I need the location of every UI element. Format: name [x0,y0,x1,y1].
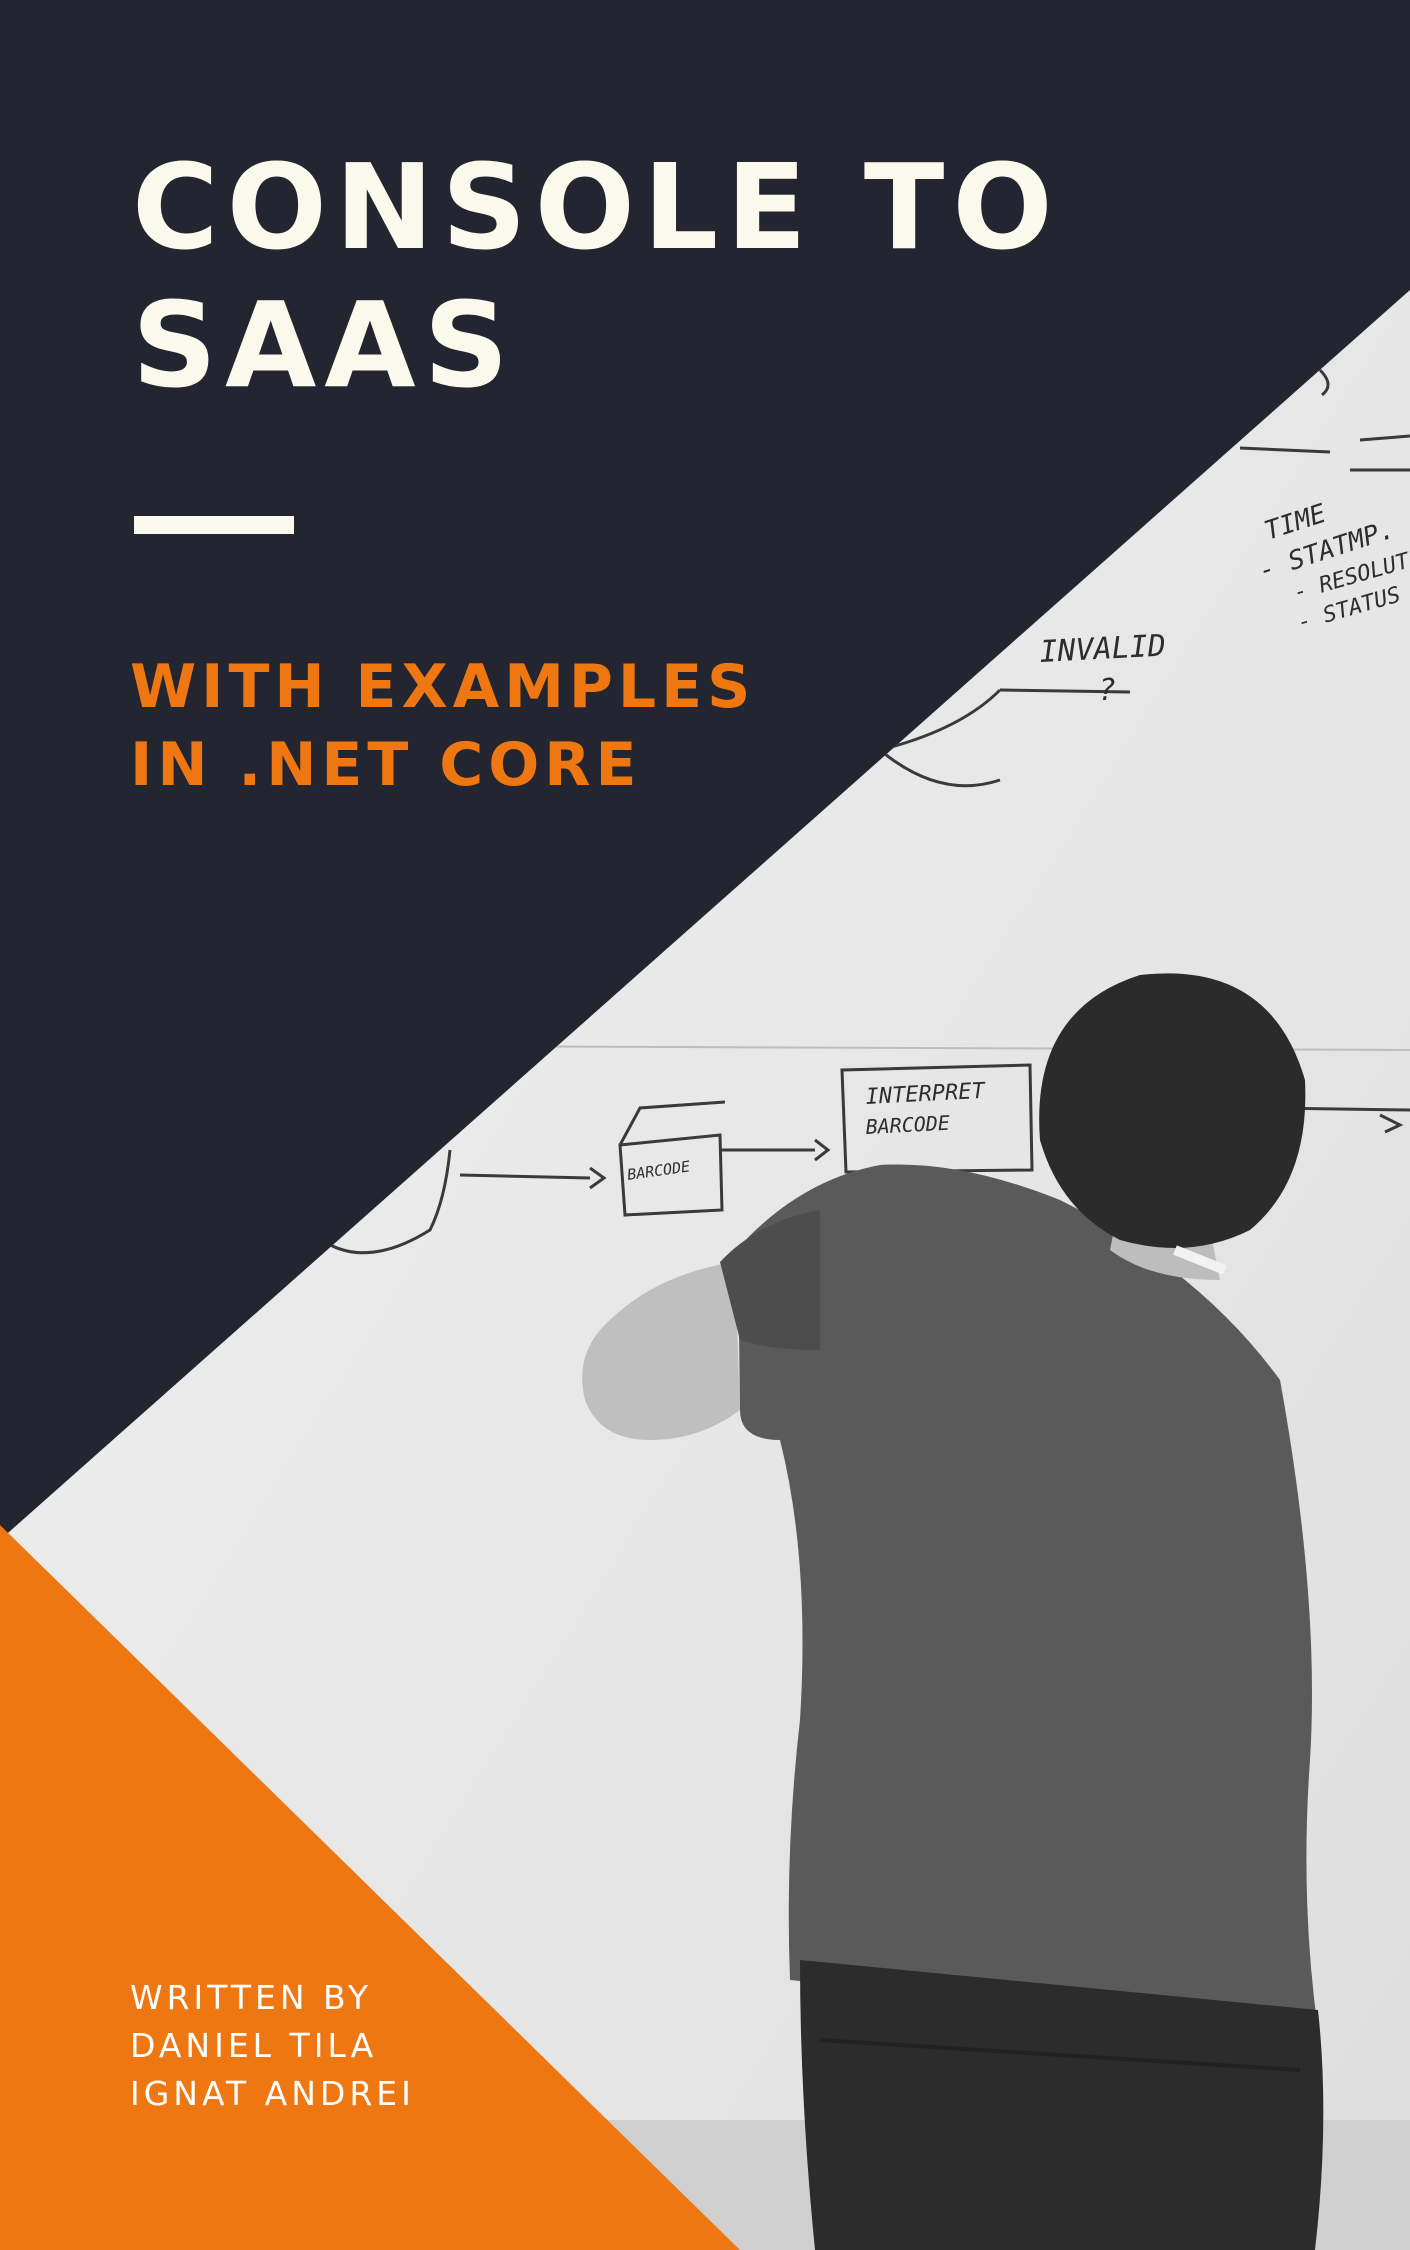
board-label-invalid: INVALID [1039,628,1167,670]
board-label-barcode-2: BARCODE [865,1111,950,1139]
board-label-question: ? [1098,673,1116,708]
person-figure [582,973,1324,2250]
author-credits: WRITTEN BY DANIEL TILA IGNAT ANDREI [130,1974,415,2118]
author-2: IGNAT ANDREI [130,2074,415,2113]
subtitle-line-2: IN .NET CORE [130,730,642,800]
title-line-1: CONSOLE TO [132,138,1061,276]
byline: WRITTEN BY [130,1978,373,2017]
book-title: CONSOLE TO SAAS [132,138,1132,414]
author-1: DANIEL TILA [130,2026,378,2065]
subtitle-line-1: WITH EXAMPLES [130,652,756,722]
title-line-2: SAAS [132,276,517,414]
title-divider [134,516,294,534]
orange-accent-triangle [0,1525,740,2250]
book-subtitle: WITH EXAMPLES IN .NET CORE [130,648,1030,804]
